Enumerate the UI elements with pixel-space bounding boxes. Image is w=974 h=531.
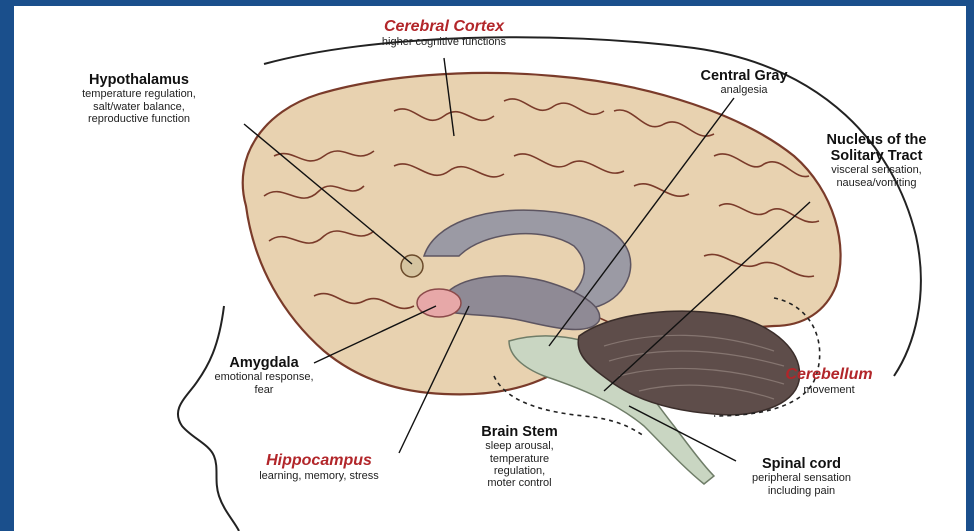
diagram-canvas: Cerebral Cortex higher cognitive functio… xyxy=(14,6,966,531)
spinal-cord-desc: peripheral sensation including pain xyxy=(714,472,889,497)
label-central-gray: Central Gray analgesia xyxy=(674,68,814,97)
cerebellum-desc: movement xyxy=(764,384,894,396)
spinal-cord-title: Spinal cord xyxy=(714,456,889,472)
label-nucleus-solitary-tract: Nucleus of the Solitary Tract visceral s… xyxy=(789,132,964,189)
brain-stem-title: Brain Stem xyxy=(452,424,587,440)
brain-stem-desc: sleep arousal, temperature regulation, m… xyxy=(452,440,587,489)
label-cerebellum: Cerebellum movement xyxy=(764,366,894,396)
central-gray-desc: analgesia xyxy=(674,84,814,96)
nucleus-solitary-title: Nucleus of the Solitary Tract xyxy=(789,132,964,164)
label-amygdala: Amygdala emotional response, fear xyxy=(189,355,339,396)
amygdala-shape xyxy=(417,289,461,317)
hippocampus-title: Hippocampus xyxy=(214,452,424,470)
amygdala-title: Amygdala xyxy=(189,355,339,371)
label-cerebral-cortex: Cerebral Cortex higher cognitive functio… xyxy=(314,18,574,48)
nucleus-solitary-desc: visceral sensation, nausea/vomiting xyxy=(789,164,964,189)
label-hypothalamus: Hypothalamus temperature regulation, sal… xyxy=(34,72,244,125)
cerebral-cortex-desc: higher cognitive functions xyxy=(314,36,574,48)
cerebellum-title: Cerebellum xyxy=(764,366,894,384)
label-hippocampus: Hippocampus learning, memory, stress xyxy=(214,452,424,482)
cerebral-cortex-title: Cerebral Cortex xyxy=(314,18,574,36)
label-spinal-cord: Spinal cord peripheral sensation includi… xyxy=(714,456,889,497)
label-brain-stem: Brain Stem sleep arousal, temperature re… xyxy=(452,424,587,489)
central-gray-title: Central Gray xyxy=(674,68,814,84)
face-profile xyxy=(178,306,239,531)
hypothalamus-title: Hypothalamus xyxy=(34,72,244,88)
hypothalamus-desc: temperature regulation, salt/water balan… xyxy=(34,88,244,125)
amygdala-desc: emotional response, fear xyxy=(189,371,339,396)
hippocampus-desc: learning, memory, stress xyxy=(214,470,424,482)
